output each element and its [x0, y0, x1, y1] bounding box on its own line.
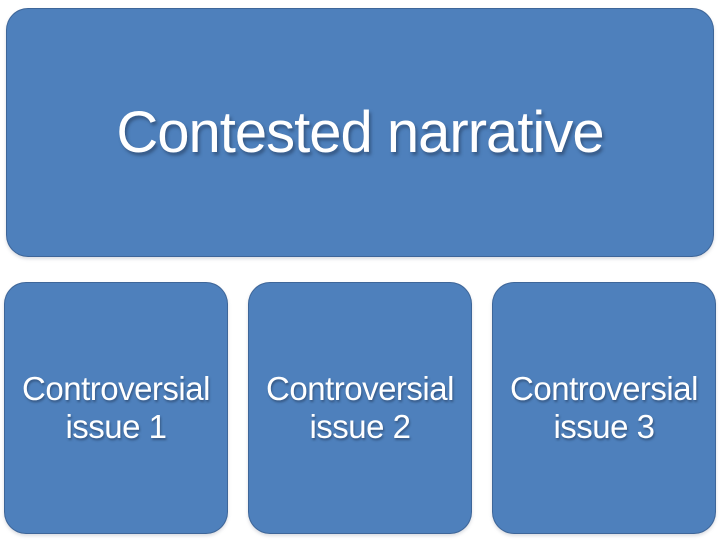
- controversial-issue-1-label: Controversial issue 1: [22, 370, 210, 445]
- controversial-issue-2-box: Controversial issue 2: [248, 282, 472, 534]
- controversial-issue-3-box: Controversial issue 3: [492, 282, 716, 534]
- controversial-issue-2-label: Controversial issue 2: [266, 370, 454, 445]
- contested-narrative-label: Contested narrative: [116, 99, 604, 165]
- controversial-issue-3-label: Controversial issue 3: [510, 370, 698, 445]
- contested-narrative-box: Contested narrative: [6, 8, 714, 257]
- controversial-issue-1-box: Controversial issue 1: [4, 282, 228, 534]
